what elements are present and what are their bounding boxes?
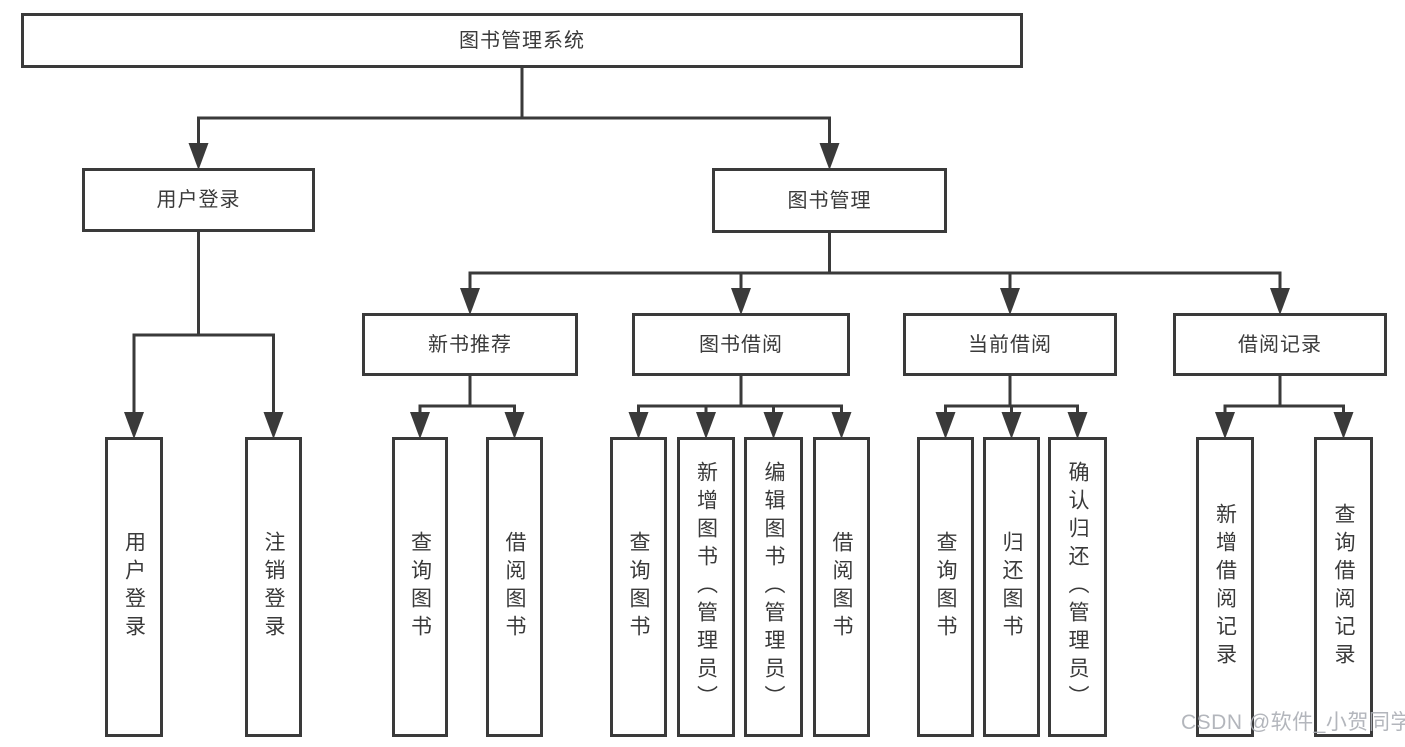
leaf-add-borrow-record: 新增借阅记录 [1196, 437, 1254, 737]
watermark: CSDN @软件_小贺同学 [1181, 711, 1405, 734]
leaf-confirm-return-admin: 确认归还（管理员） [1048, 437, 1107, 737]
leaf-edit-books-admin: 编辑图书（管理员） [744, 437, 803, 737]
node-library-system: 图书管理系统 [21, 13, 1023, 68]
node-new-book-recommend: 新书推荐 [362, 313, 578, 376]
leaf-query-books-1: 查询图书 [392, 437, 448, 737]
leaf-user-login: 用户登录 [105, 437, 163, 737]
leaf-return-books: 归还图书 [983, 437, 1040, 737]
leaf-query-borrow-record: 查询借阅记录 [1314, 437, 1373, 737]
leaf-query-books-2: 查询图书 [610, 437, 667, 737]
leaf-borrow-books-2: 借阅图书 [813, 437, 870, 737]
leaf-add-books-admin: 新增图书（管理员） [677, 437, 735, 737]
node-book-management: 图书管理 [712, 168, 947, 233]
leaf-query-books-3: 查询图书 [917, 437, 974, 737]
node-current-borrowing: 当前借阅 [903, 313, 1117, 376]
leaf-borrow-books-1: 借阅图书 [486, 437, 543, 737]
leaf-logout-login: 注销登录 [245, 437, 302, 737]
node-book-borrowing: 图书借阅 [632, 313, 850, 376]
node-borrowing-records: 借阅记录 [1173, 313, 1387, 376]
node-user-login: 用户登录 [82, 168, 315, 232]
